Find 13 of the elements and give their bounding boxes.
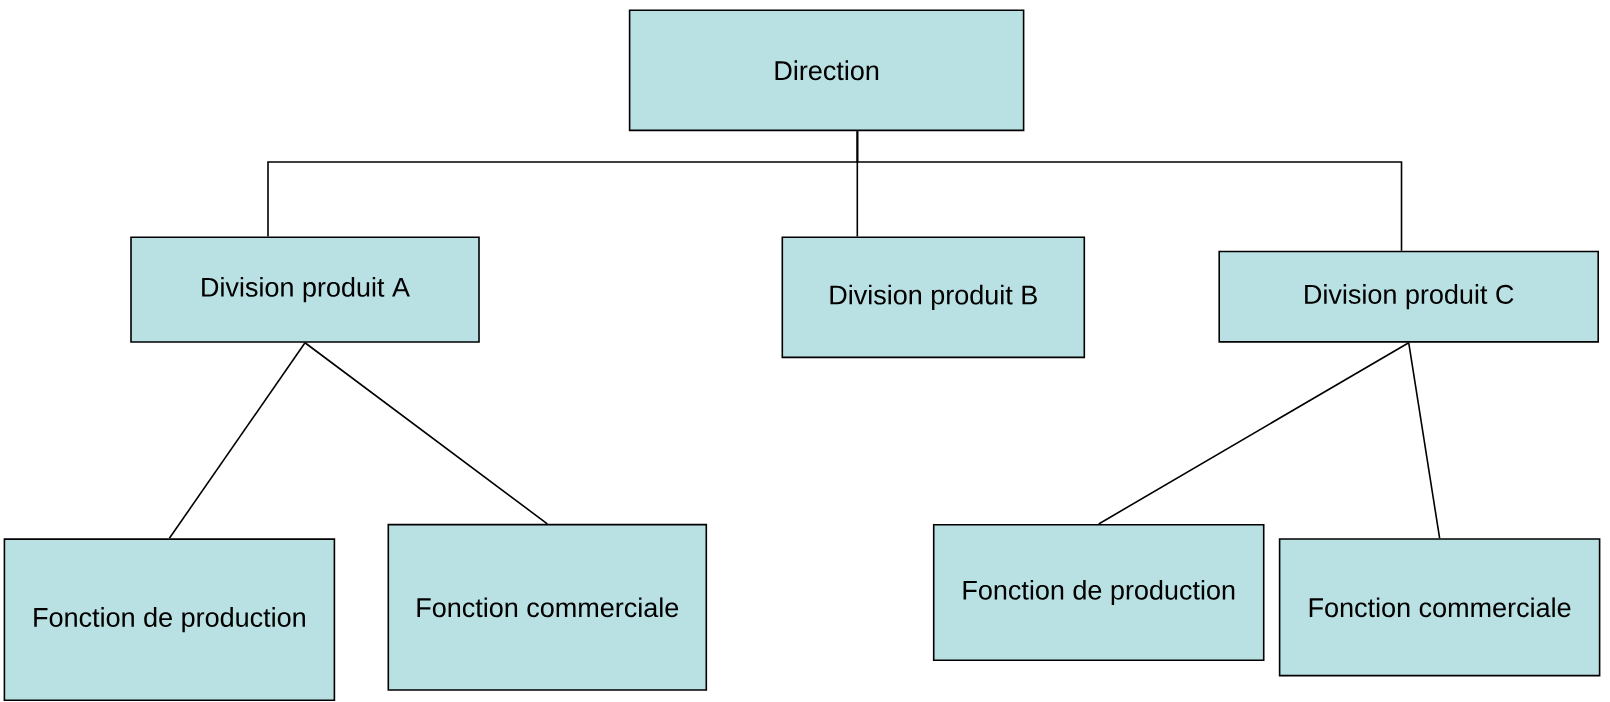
org-box: Division produit C bbox=[1218, 250, 1599, 343]
connector-line bbox=[1407, 341, 1441, 539]
org-box: Division produit A bbox=[130, 236, 480, 343]
org-box: Fonction de production bbox=[932, 523, 1265, 662]
connector-line bbox=[856, 130, 1403, 252]
connector-line bbox=[168, 341, 306, 540]
org-box: Direction bbox=[628, 9, 1025, 132]
org-box: Fonction commerciale bbox=[387, 523, 708, 691]
org-box: Fonction de production bbox=[3, 538, 336, 702]
org-box: Fonction commerciale bbox=[1278, 538, 1601, 677]
connector-line bbox=[304, 341, 549, 525]
org-box: Division produit B bbox=[781, 236, 1086, 359]
connector-line bbox=[1097, 341, 1410, 525]
